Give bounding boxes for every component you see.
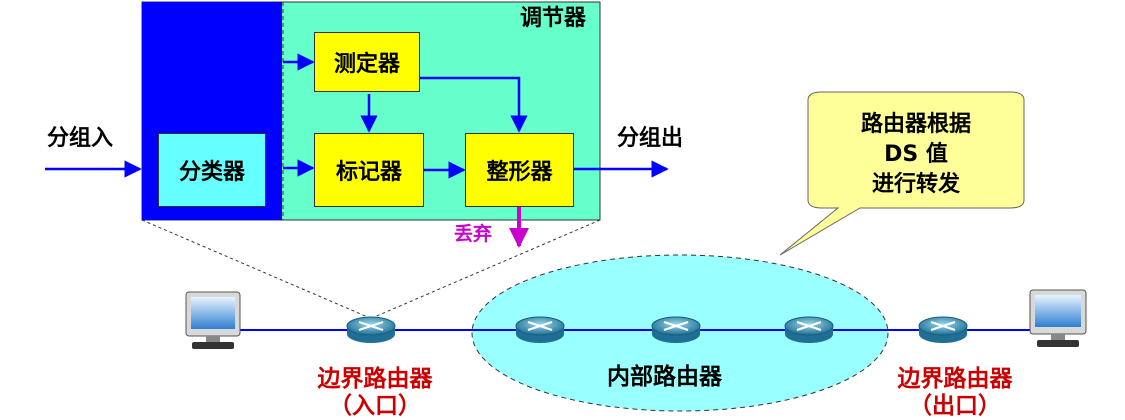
core-router-1-icon bbox=[515, 316, 565, 343]
egress-label: （出口） bbox=[909, 393, 1001, 419]
callout-bubble bbox=[779, 91, 1025, 256]
callout-text: 路由器根据 DS 值 进行转发 bbox=[808, 110, 1024, 200]
egress-edge-router-name: 边界路由器 bbox=[897, 366, 1013, 392]
packet-out-label: 分组出 bbox=[617, 126, 684, 151]
callout-line-1: 路由器根据 bbox=[860, 112, 971, 137]
core-router-2-icon bbox=[651, 316, 701, 343]
meter-to-shaper-arrow bbox=[420, 76, 528, 133]
zoom-line-left bbox=[141, 219, 371, 319]
conditioner-title: 调节器 bbox=[520, 6, 587, 31]
ingress-label: （入口） bbox=[329, 393, 421, 419]
classifier-box: 分类器 bbox=[158, 133, 266, 207]
packet-in-label: 分组入 bbox=[47, 126, 114, 151]
egress-router-icon bbox=[918, 316, 968, 343]
ingress-edge-router-name: 边界路由器 bbox=[317, 366, 433, 392]
core-router-3-icon bbox=[784, 316, 834, 343]
callout-line-2: DS 值 bbox=[884, 142, 948, 167]
callout-line-3: 进行转发 bbox=[871, 172, 960, 197]
core-router-label: 内部路由器 bbox=[607, 364, 722, 390]
egress-router-label: 边界路由器 （出口） bbox=[880, 366, 1030, 420]
drop-label: 丢弃 bbox=[454, 223, 493, 245]
marker-box: 标记器 bbox=[314, 133, 424, 207]
destination-computer-icon bbox=[1029, 289, 1087, 347]
zoom-line-right bbox=[371, 219, 601, 319]
meter-box: 测定器 bbox=[314, 32, 420, 92]
source-computer-icon bbox=[185, 291, 241, 349]
shaper-box: 整形器 bbox=[465, 133, 574, 207]
ingress-router-label: 边界路由器 （入口） bbox=[300, 366, 450, 420]
ingress-router-icon bbox=[346, 316, 396, 343]
